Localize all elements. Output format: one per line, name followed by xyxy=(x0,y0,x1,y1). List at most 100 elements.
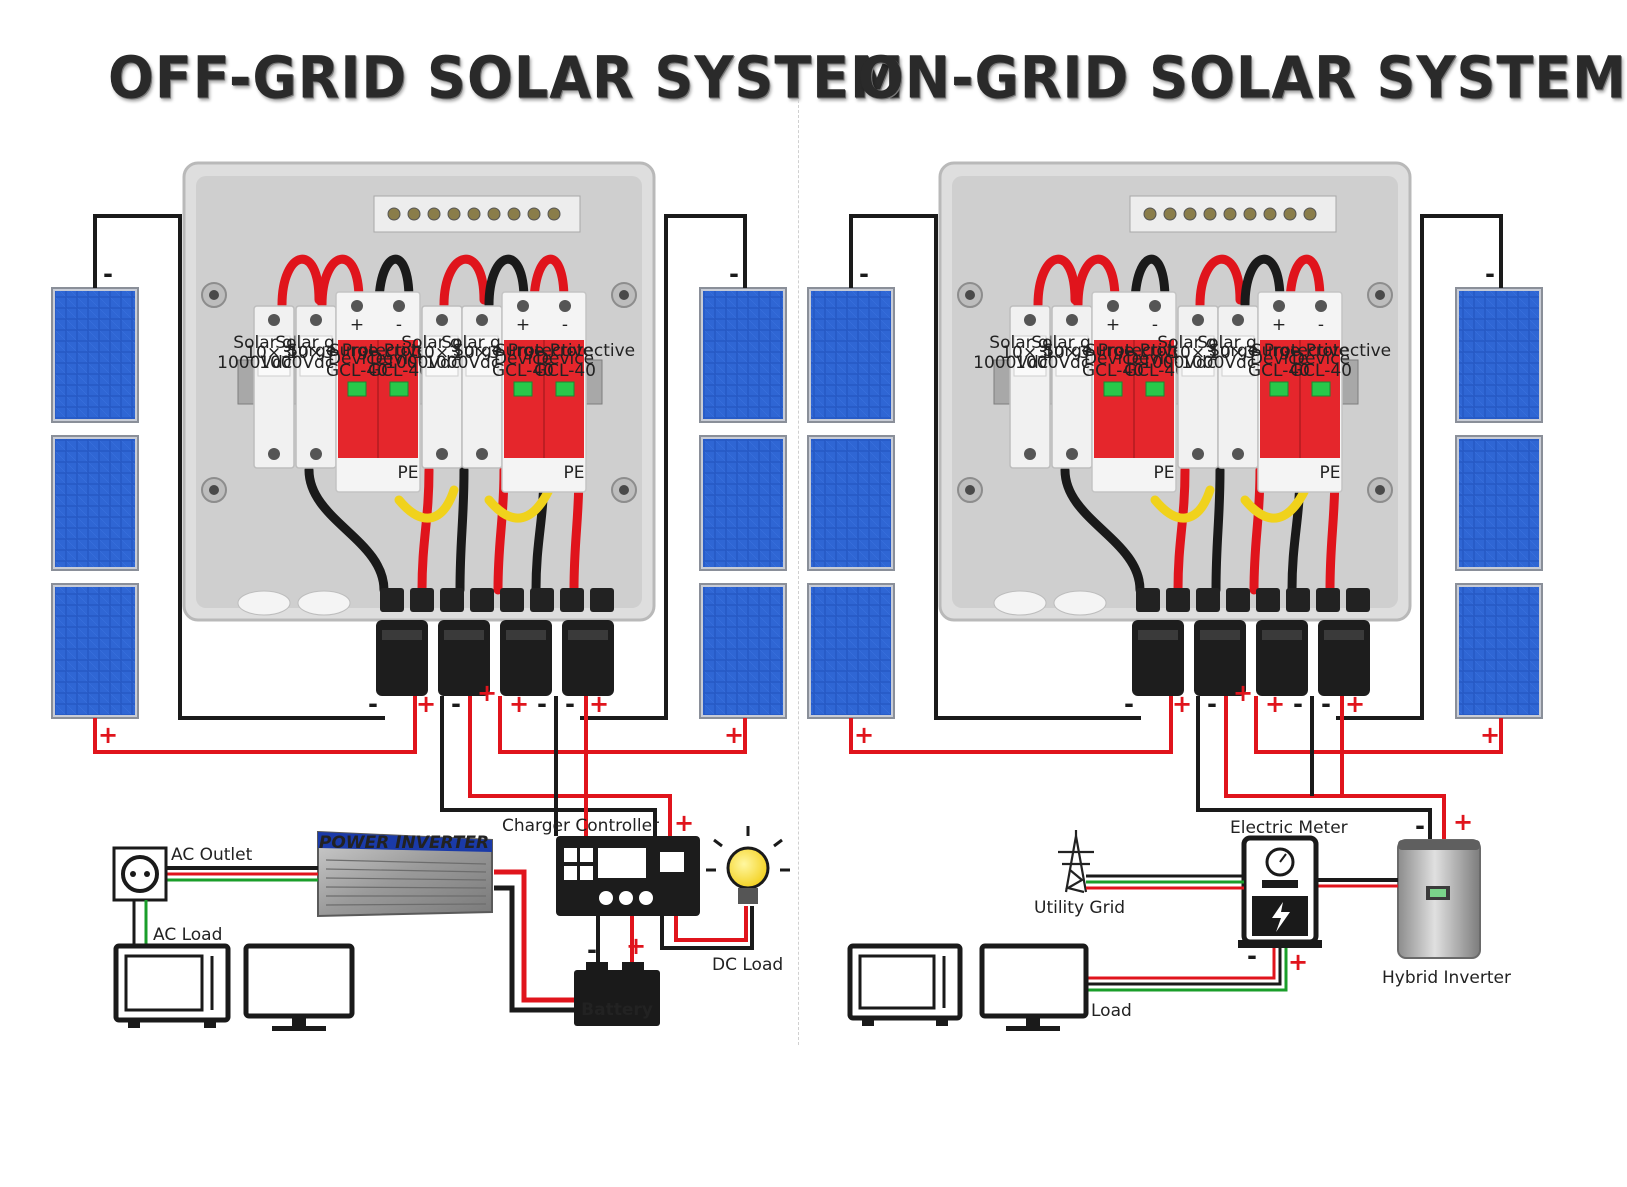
spd-label: Device xyxy=(328,349,386,369)
hybrid-inverter-cap xyxy=(1398,840,1480,850)
monitor-base xyxy=(272,1026,326,1031)
ground-wire xyxy=(484,485,554,523)
positive-terminal-mark: + xyxy=(1265,690,1285,718)
fuse-label-plate xyxy=(299,335,333,377)
spd-status-window xyxy=(1145,381,1165,397)
fuse-screw xyxy=(268,314,280,326)
internal-wire xyxy=(1211,465,1225,595)
fuse-label: Solar gPV xyxy=(989,333,1071,353)
spd-screw xyxy=(1149,300,1161,312)
spd-label: Device xyxy=(1292,349,1350,369)
internal-wire xyxy=(1033,254,1080,310)
negative-terminal-mark: - xyxy=(103,260,113,288)
monitor-frame xyxy=(979,943,1089,1019)
negative-terminal-mark: - xyxy=(1485,260,1495,288)
solar-panel xyxy=(1455,287,1543,423)
internal-wire xyxy=(455,465,469,595)
cable-gland-dark xyxy=(1166,588,1190,612)
inverter-positive-feed xyxy=(1224,696,1446,840)
fuse-label-plate xyxy=(257,335,291,377)
hybrid-inverter-label: Hybrid Inverter xyxy=(1382,968,1511,988)
spd-pe-label: PE xyxy=(564,463,585,483)
internal-wire xyxy=(1073,254,1120,310)
battery-terminal xyxy=(586,962,608,972)
positive-terminal-mark: + xyxy=(674,809,694,837)
right-string-negative xyxy=(580,214,747,720)
dc-load-negative xyxy=(660,906,754,950)
electric-meter xyxy=(1238,835,1322,948)
spd-model: GCL-40 xyxy=(1290,361,1352,381)
cable-gland-dark xyxy=(1346,588,1370,612)
internal-wire xyxy=(317,254,364,310)
spd-pe-label: PE xyxy=(1154,463,1175,483)
cable-gland-dark xyxy=(1256,588,1280,612)
fuse-body xyxy=(295,305,337,469)
inverter-fin xyxy=(325,903,487,906)
panel-cells xyxy=(811,587,891,715)
charge-controller xyxy=(556,836,700,916)
panel-cells xyxy=(703,291,783,419)
cable-gland xyxy=(297,590,351,616)
controller-button-pad xyxy=(564,866,577,880)
spd-screw xyxy=(1107,300,1119,312)
negative-terminal-mark: - xyxy=(1247,942,1257,970)
terminal-screw xyxy=(427,207,441,221)
fuse-label: 10×38 xyxy=(1043,343,1101,363)
mc4-connector-ridge xyxy=(1138,630,1178,640)
cable-gland-dark xyxy=(440,588,464,612)
spd-plus-mark: + xyxy=(516,315,530,335)
negative-terminal-mark: - xyxy=(368,690,378,718)
ac-outlet-label: AC Outlet xyxy=(171,845,253,865)
cable-gland xyxy=(1053,590,1107,616)
spd-label: Device xyxy=(370,349,428,369)
inverter-battery-negative xyxy=(494,885,574,1013)
fuse-screw xyxy=(436,448,448,460)
positive-terminal-mark: + xyxy=(1345,690,1365,718)
internal-wire xyxy=(417,465,434,595)
mc4-connector-ridge xyxy=(444,630,484,640)
controller-button-pad xyxy=(564,848,577,862)
battery-label: Battery xyxy=(581,1000,653,1020)
terminal-screw xyxy=(407,207,421,221)
positive-terminal-mark: + xyxy=(1172,690,1192,718)
fuse-screw xyxy=(310,448,322,460)
fuse-label-plate xyxy=(425,335,459,377)
off-grid-title: OFF-GRID SOLAR SYSTEM xyxy=(108,43,905,112)
battery-terminal xyxy=(622,962,644,972)
terminal-screw xyxy=(527,207,541,221)
computer-monitor-icon xyxy=(243,943,355,1031)
fuse-screw xyxy=(1232,448,1244,460)
spd-label: Device xyxy=(1250,349,1308,369)
hybrid-inverter xyxy=(1397,839,1481,959)
inverter-top-band xyxy=(318,832,492,852)
panel-cells xyxy=(703,587,783,715)
tv-screen xyxy=(858,954,936,1010)
fuse-label-plate xyxy=(1013,335,1047,377)
left-string-negative xyxy=(93,214,385,720)
outlet-pin xyxy=(144,871,150,877)
mc4-connector-ridge xyxy=(1324,630,1364,640)
left-string-positive xyxy=(93,696,417,754)
solar-panel xyxy=(807,435,895,571)
positive-terminal-mark: + xyxy=(1233,679,1253,707)
tv-icon xyxy=(847,943,963,1026)
left-string-positive xyxy=(849,696,1173,754)
monitor-neck xyxy=(1026,1016,1040,1026)
solar-panel xyxy=(699,583,787,719)
spd-screw xyxy=(559,300,571,312)
fuse-body xyxy=(1177,305,1219,469)
fuse-label: 10×38 xyxy=(413,343,471,363)
spd-model: GCL-40 xyxy=(1082,361,1144,381)
dc-load-label: DC Load xyxy=(712,955,783,975)
panel-cells xyxy=(811,439,891,567)
spd-pe-label: PE xyxy=(1320,463,1341,483)
negative-terminal-mark: - xyxy=(1321,690,1331,718)
negative-terminal-mark: - xyxy=(729,260,739,288)
terminal-screw xyxy=(1203,207,1217,221)
dc-load-positive xyxy=(674,906,748,942)
controller-indicator xyxy=(599,891,613,905)
cable-gland-dark xyxy=(1286,588,1310,612)
